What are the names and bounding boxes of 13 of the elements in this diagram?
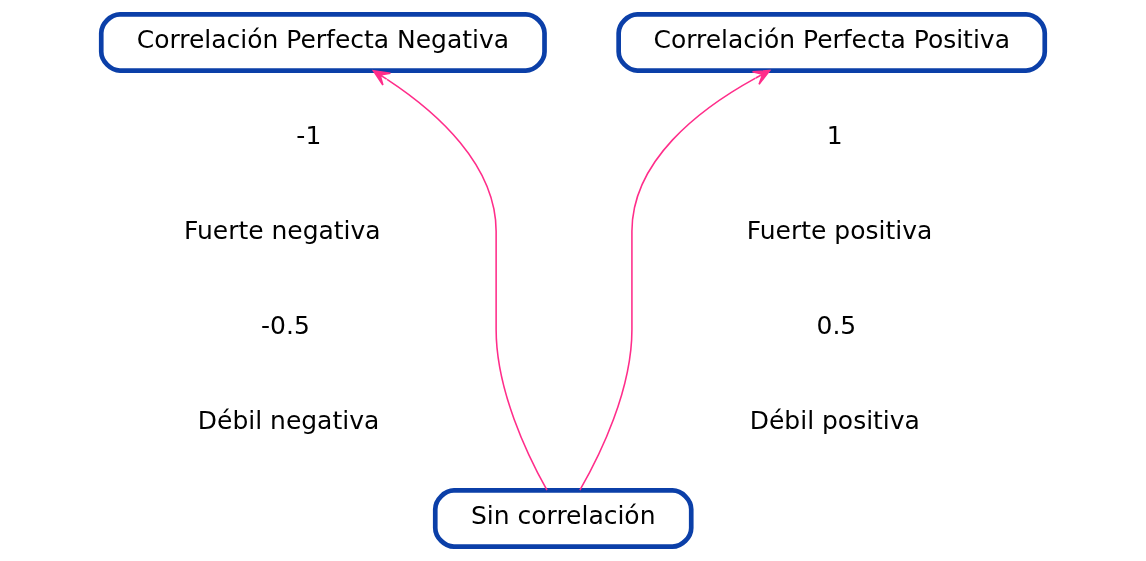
node-box: Correlación Perfecta Positiva [616, 12, 1048, 73]
node-box: Correlación Perfecta Negativa [98, 12, 547, 73]
label: Fuerte negativa [183, 215, 381, 245]
label: Débil positiva [749, 406, 920, 436]
label: Débil negativa [197, 406, 380, 436]
node-box: Sin correlación [432, 488, 694, 549]
label: -0.5 [261, 311, 310, 341]
label: 0.5 [816, 311, 857, 341]
label: 1 [826, 120, 843, 150]
label: -1 [296, 120, 322, 150]
arrow [579, 69, 771, 491]
label: Fuerte positiva [746, 215, 933, 245]
arrow [372, 70, 548, 491]
